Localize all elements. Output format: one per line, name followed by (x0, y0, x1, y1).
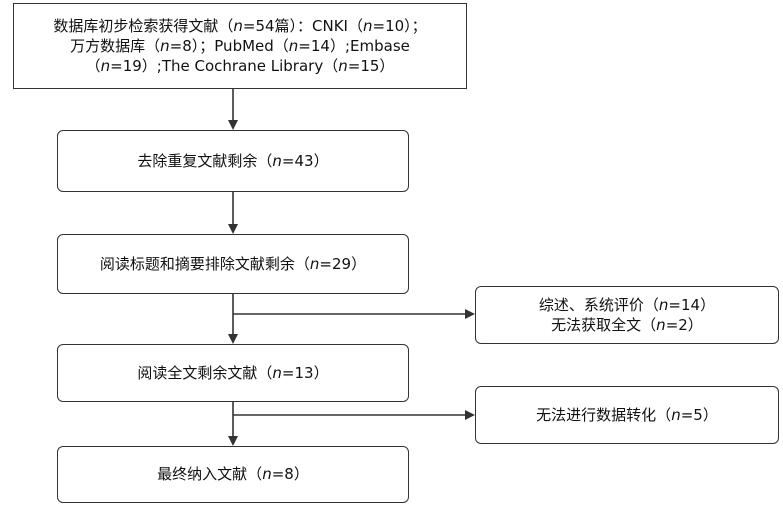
box-excluded-conversion: 无法进行数据转化（n=5） (475, 386, 779, 444)
box-initial-search: 数据库初步检索获得文献（n=54篇）：CNKI（n=10）； 万方数据库（n=8… (13, 3, 467, 89)
fulltext-text: 阅读全文剩余文献（n=13） (137, 363, 329, 382)
dedup-text: 去除重复文献剩余（n=43） (137, 151, 329, 170)
box-final-included: 最终纳入文献（n=8） (57, 446, 409, 503)
excluded-reviews-line-1: 综述、系统评价（n=14） (538, 295, 716, 314)
initial-search-line-1: 数据库初步检索获得文献（n=54篇）：CNKI（n=10）； (53, 16, 427, 35)
excluded-reviews-line-2: 无法获取全文（n=2） (551, 316, 703, 334)
title-abstract-text: 阅读标题和摘要排除文献剩余（n=29） (99, 254, 367, 273)
final-included-text: 最终纳入文献（n=8） (157, 465, 309, 484)
box-excluded-reviews: 综述、系统评价（n=14） 无法获取全文（n=2） (475, 286, 779, 344)
excluded-conversion-text: 无法进行数据转化（n=5） (536, 405, 718, 424)
box-title-abstract: 阅读标题和摘要排除文献剩余（n=29） (57, 234, 409, 294)
box-dedup: 去除重复文献剩余（n=43） (57, 130, 409, 192)
initial-search-line-3: （n=19）;The Cochrane Library（n=15） (85, 57, 395, 76)
box-fulltext: 阅读全文剩余文献（n=13） (57, 344, 409, 402)
initial-search-line-2: 万方数据库（n=8）；PubMed（n=14）;Embase (70, 36, 410, 55)
